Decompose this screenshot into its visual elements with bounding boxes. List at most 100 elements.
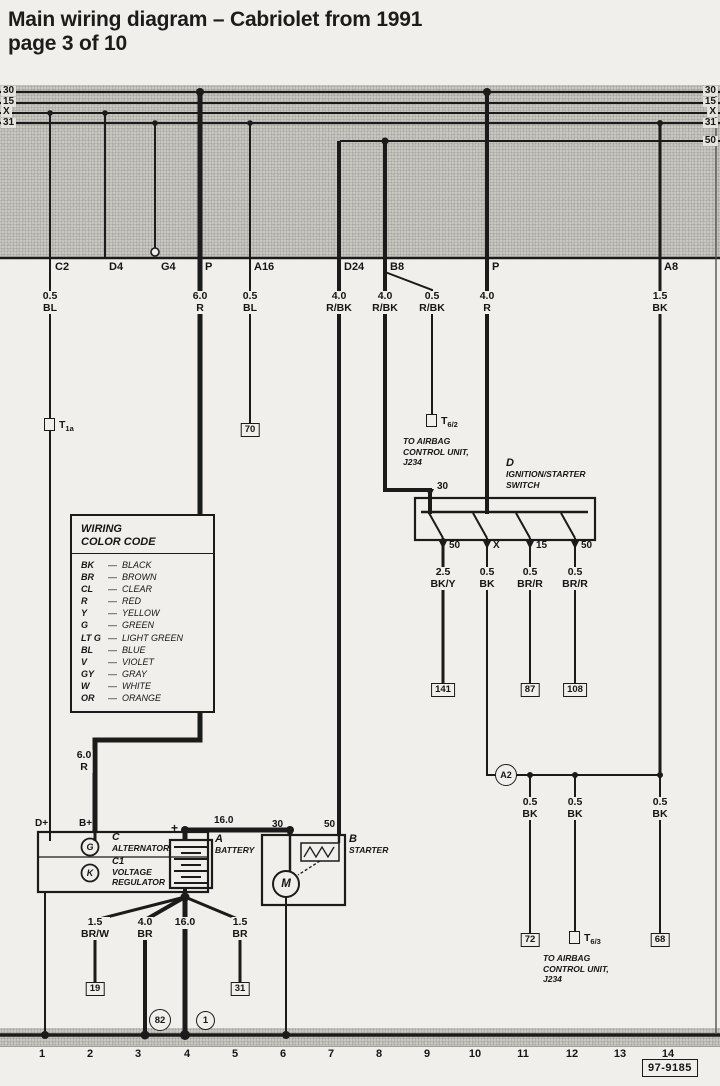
legend-abbr: R bbox=[81, 596, 88, 607]
ground-point-1: 1 bbox=[196, 1011, 215, 1030]
bus-label-x-right: X bbox=[707, 106, 718, 117]
a2-connector: A2 bbox=[495, 764, 517, 786]
t62-connector-icon bbox=[426, 414, 437, 427]
legend-row: BL—BLUE bbox=[81, 644, 213, 656]
connector-label-a8: A8 bbox=[664, 261, 679, 273]
track-number-3: 3 bbox=[134, 1048, 142, 1060]
starter-id: B bbox=[349, 833, 357, 845]
wire-spec-160: 16.0 bbox=[173, 916, 197, 929]
legend-color-name: RED bbox=[122, 596, 142, 607]
legend-row: G—GREEN bbox=[81, 619, 213, 631]
legend-abbr: GY bbox=[81, 668, 95, 679]
battery-plus-terminal: + bbox=[171, 821, 179, 835]
switch-terminal-50a: 50 bbox=[449, 540, 461, 551]
regulator-k-symbol: K bbox=[86, 868, 94, 878]
legend-abbr: OR bbox=[81, 693, 95, 704]
alternator-g-symbol: G bbox=[86, 842, 94, 852]
starter-terminal-30: 30 bbox=[272, 819, 284, 830]
switch-terminal-15: 15 bbox=[536, 540, 548, 551]
legend-title: WIRING COLOR CODE bbox=[72, 516, 213, 553]
alternator-terminal-bplus: B+ bbox=[79, 818, 93, 829]
t1a-connector-label: T1a bbox=[59, 419, 74, 434]
alternator-id: C bbox=[112, 831, 120, 843]
plate-31: 31 bbox=[230, 982, 250, 996]
plate-108: 108 bbox=[563, 683, 587, 697]
plate-70: 70 bbox=[240, 423, 260, 437]
t1a-connector-icon bbox=[44, 418, 55, 431]
legend-sep: — bbox=[108, 584, 117, 595]
legend-row: LT G—LIGHT GREEN bbox=[81, 632, 213, 644]
legend-sep: — bbox=[108, 680, 117, 691]
track-number-6: 6 bbox=[279, 1048, 287, 1060]
battery-name: BATTERY bbox=[215, 845, 255, 855]
battery-id: A bbox=[215, 833, 223, 845]
legend-row: GY — GRAY bbox=[81, 668, 213, 680]
airbag-note-2: TO AIRBAG CONTROL UNIT, J234 bbox=[543, 953, 609, 985]
legend-divider bbox=[72, 553, 213, 554]
bus-lines bbox=[0, 90, 720, 260]
t62-connector-label: T6/2 bbox=[441, 415, 458, 430]
legend-abbr: LT G bbox=[81, 632, 101, 643]
bus-label-x-left: X bbox=[1, 106, 12, 117]
junction-dots bbox=[41, 88, 663, 1040]
starter-motor-m-symbol: M bbox=[281, 878, 291, 890]
track-number-2: 2 bbox=[86, 1048, 94, 1060]
track-number-12: 12 bbox=[565, 1048, 579, 1060]
alternator-symbol bbox=[36, 830, 210, 894]
switch-terminal-30: 30 bbox=[437, 481, 449, 492]
legend-title-line1: WIRING bbox=[81, 523, 122, 535]
legend-row: OR—ORANGE bbox=[81, 692, 213, 704]
track-number-13: 13 bbox=[613, 1048, 627, 1060]
plate-87: 87 bbox=[520, 683, 540, 697]
legend-abbr: W bbox=[81, 680, 90, 691]
starter-terminal-50: 50 bbox=[324, 819, 336, 830]
alternator-name: ALTERNATOR bbox=[112, 843, 170, 853]
airbag-note-2-line3: J234 bbox=[543, 974, 562, 984]
legend-color-name: CLEAR bbox=[122, 584, 153, 595]
legend-color-name: GREEN bbox=[122, 620, 155, 631]
track-number-5: 5 bbox=[231, 1048, 239, 1060]
bus-label-30-left: 30 bbox=[1, 85, 17, 96]
legend-abbr: Y bbox=[81, 608, 88, 619]
legend-row: R — RED bbox=[81, 595, 213, 607]
bus-label-31-left: 31 bbox=[1, 117, 17, 128]
airbag-note-2-line1: TO AIRBAG bbox=[543, 953, 591, 963]
legend-row: W—WHITE bbox=[81, 680, 213, 692]
legend-color-name: VIOLET bbox=[122, 656, 155, 667]
legend-color-name: BLUE bbox=[122, 644, 146, 655]
track-number-10: 10 bbox=[468, 1048, 482, 1060]
legend-row: BK—BLACK bbox=[81, 559, 213, 571]
page-subtitle: page 3 of 10 bbox=[8, 32, 127, 55]
bus-label-15-left: 15 bbox=[1, 96, 17, 107]
track-number-9: 9 bbox=[423, 1048, 431, 1060]
t63-connector-icon bbox=[569, 931, 580, 944]
legend-color-name: BROWN bbox=[122, 572, 157, 583]
plate-68: 68 bbox=[650, 933, 670, 947]
bus-label-50-right: 50 bbox=[702, 135, 718, 146]
legend-sep: — bbox=[108, 596, 117, 607]
band-drop-wires bbox=[49, 92, 662, 258]
legend-sep: — bbox=[108, 572, 117, 583]
airbag-note-1: TO AIRBAG CONTROL UNIT, J234 bbox=[403, 436, 469, 468]
ground-point-82: 82 bbox=[149, 1009, 171, 1031]
legend-color-name: GRAY bbox=[122, 668, 147, 679]
connector-label-p1: P bbox=[205, 261, 213, 273]
track-number-14: 14 bbox=[661, 1048, 675, 1060]
bus-label-31-right: 31 bbox=[702, 117, 718, 128]
legend-sep: — bbox=[108, 668, 117, 679]
legend-sep: — bbox=[108, 632, 117, 643]
battery-cable-spec: 16.0 bbox=[214, 815, 234, 826]
